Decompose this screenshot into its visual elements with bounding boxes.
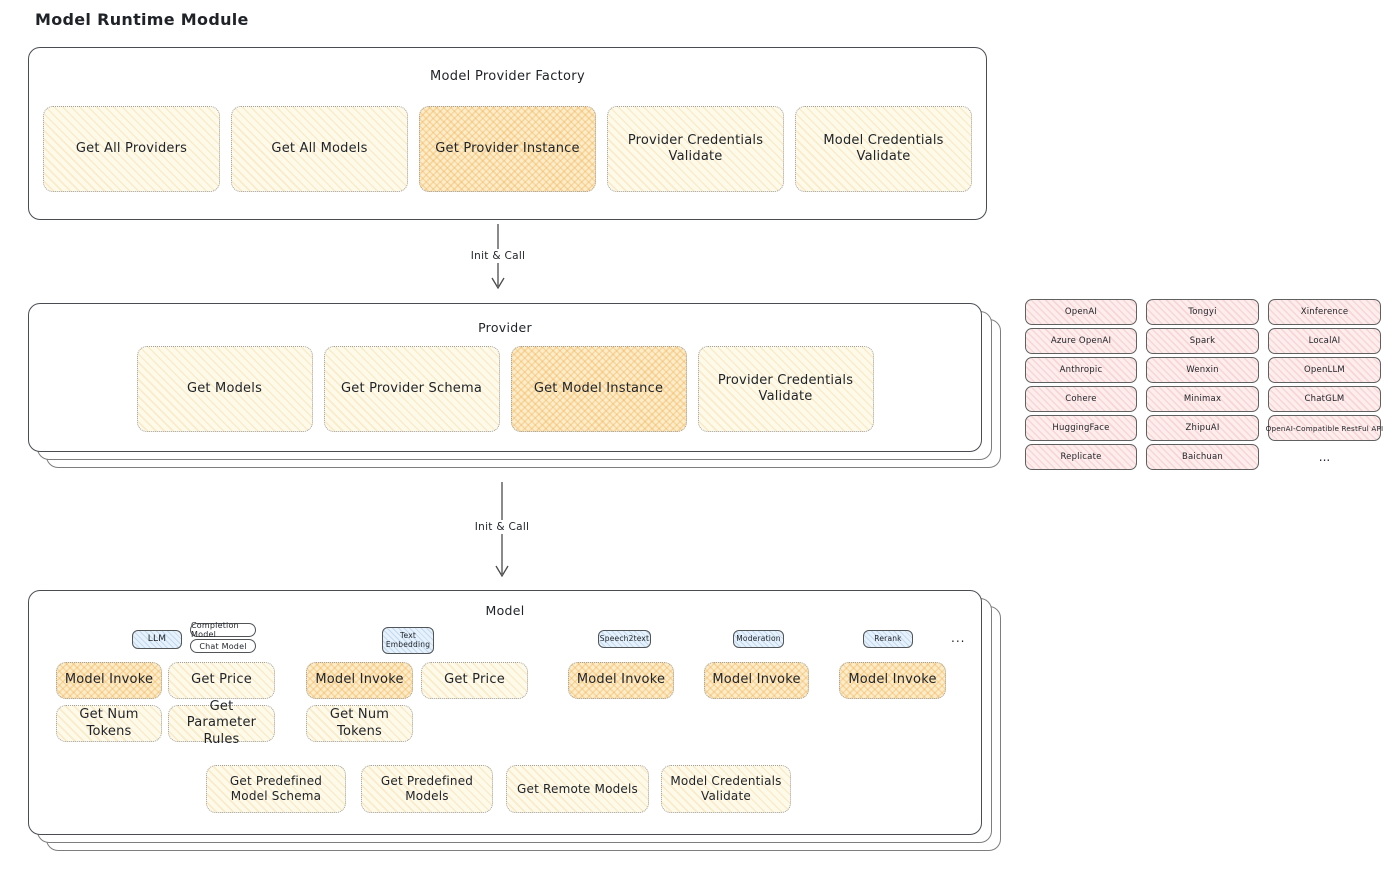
node-get-all-models: Get All Models	[231, 106, 408, 192]
provider-chip: OpenLLM	[1268, 357, 1381, 383]
node-model-invoke-speech2text: Model Invoke	[568, 662, 674, 699]
provider-chip: ZhipuAI	[1146, 415, 1259, 441]
provider-chip: Wenxin	[1146, 357, 1259, 383]
node-get-predefined-models: Get Predefined Models	[361, 765, 493, 813]
factory-button-row: Get All Providers Get All Models Get Pro…	[43, 106, 972, 192]
node-get-price-embedding: Get Price	[421, 662, 528, 699]
node-model-credentials-validate: Model Credentials Validate	[795, 106, 972, 192]
node-get-predefined-model-schema: Get Predefined Model Schema	[206, 765, 346, 813]
node-get-models: Get Models	[136, 346, 313, 432]
node-model-invoke-embedding: Model Invoke	[306, 662, 413, 699]
model-title: Model	[485, 603, 525, 618]
provider-chip: ChatGLM	[1268, 386, 1381, 412]
provider-chip: Anthropic	[1025, 357, 1137, 383]
node-get-num-tokens-embedding: Get Num Tokens	[306, 705, 413, 742]
model-box: Model LLM Completion Model Chat Model Te…	[28, 590, 982, 835]
node-get-all-providers: Get All Providers	[43, 106, 220, 192]
node-model-credentials-validate-2: Model Credentials Validate	[661, 765, 791, 813]
node-model-invoke-moderation: Model Invoke	[704, 662, 809, 699]
arrow1-label: Init & Call	[462, 249, 534, 263]
provider-chip: OpenAI	[1025, 299, 1137, 325]
node-model-invoke-llm: Model Invoke	[56, 662, 162, 699]
tag-rerank: Rerank	[863, 630, 913, 648]
provider-chip: Spark	[1146, 328, 1259, 354]
tag-completion-model: Completion Model	[190, 621, 256, 639]
provider-chip: OpenAI-Compatible RestFul API	[1266, 415, 1383, 441]
node-model-invoke-rerank: Model Invoke	[839, 662, 946, 699]
provider-box: Provider Get Models Get Provider Schema …	[28, 303, 982, 452]
provider-chip: Minimax	[1146, 386, 1259, 412]
tag-speech2text: Speech2text	[598, 630, 651, 648]
node-get-remote-models: Get Remote Models	[506, 765, 649, 813]
node-get-model-instance: Get Model Instance	[510, 346, 687, 432]
factory-box: Model Provider Factory Get All Providers…	[28, 47, 987, 220]
provider-chip: Cohere	[1025, 386, 1137, 412]
arrow2-label: Init & Call	[466, 520, 538, 534]
provider-chip: HuggingFace	[1025, 415, 1137, 441]
provider-chip: Replicate	[1025, 444, 1137, 470]
provider-button-row: Get Models Get Provider Schema Get Model…	[29, 346, 981, 432]
node-get-price-llm: Get Price	[168, 662, 275, 699]
tag-text-embedding: Text Embedding	[382, 627, 434, 654]
node-provider-credentials-validate: Provider Credentials Validate	[607, 106, 784, 192]
tag-llm: LLM	[132, 630, 182, 649]
tag-moderation: Moderation	[733, 630, 784, 648]
provider-title: Provider	[478, 320, 532, 335]
model-types-ellipsis: ...	[951, 631, 966, 645]
provider-chip: Tongyi	[1146, 299, 1259, 325]
factory-title: Model Provider Factory	[430, 69, 585, 84]
provider-chip: Xinference	[1268, 299, 1381, 325]
node-get-provider-schema: Get Provider Schema	[323, 346, 500, 432]
provider-chip: Baichuan	[1146, 444, 1259, 470]
provider-chip: Azure OpenAI	[1025, 328, 1137, 354]
provider-list-grid: OpenAI Azure OpenAI Anthropic Cohere Hug…	[1025, 299, 1383, 470]
node-get-num-tokens-llm: Get Num Tokens	[56, 705, 162, 742]
provider-chip: LocalAI	[1268, 328, 1381, 354]
node-get-provider-instance: Get Provider Instance	[419, 106, 596, 192]
tag-chat-model: Chat Model	[190, 639, 256, 653]
node-provider-credentials-validate-2: Provider Credentials Validate	[697, 346, 874, 432]
node-get-parameter-rules: Get Parameter Rules	[168, 699, 275, 747]
provider-list-ellipsis: ...	[1318, 450, 1331, 464]
page-title: Model Runtime Module	[35, 10, 249, 29]
